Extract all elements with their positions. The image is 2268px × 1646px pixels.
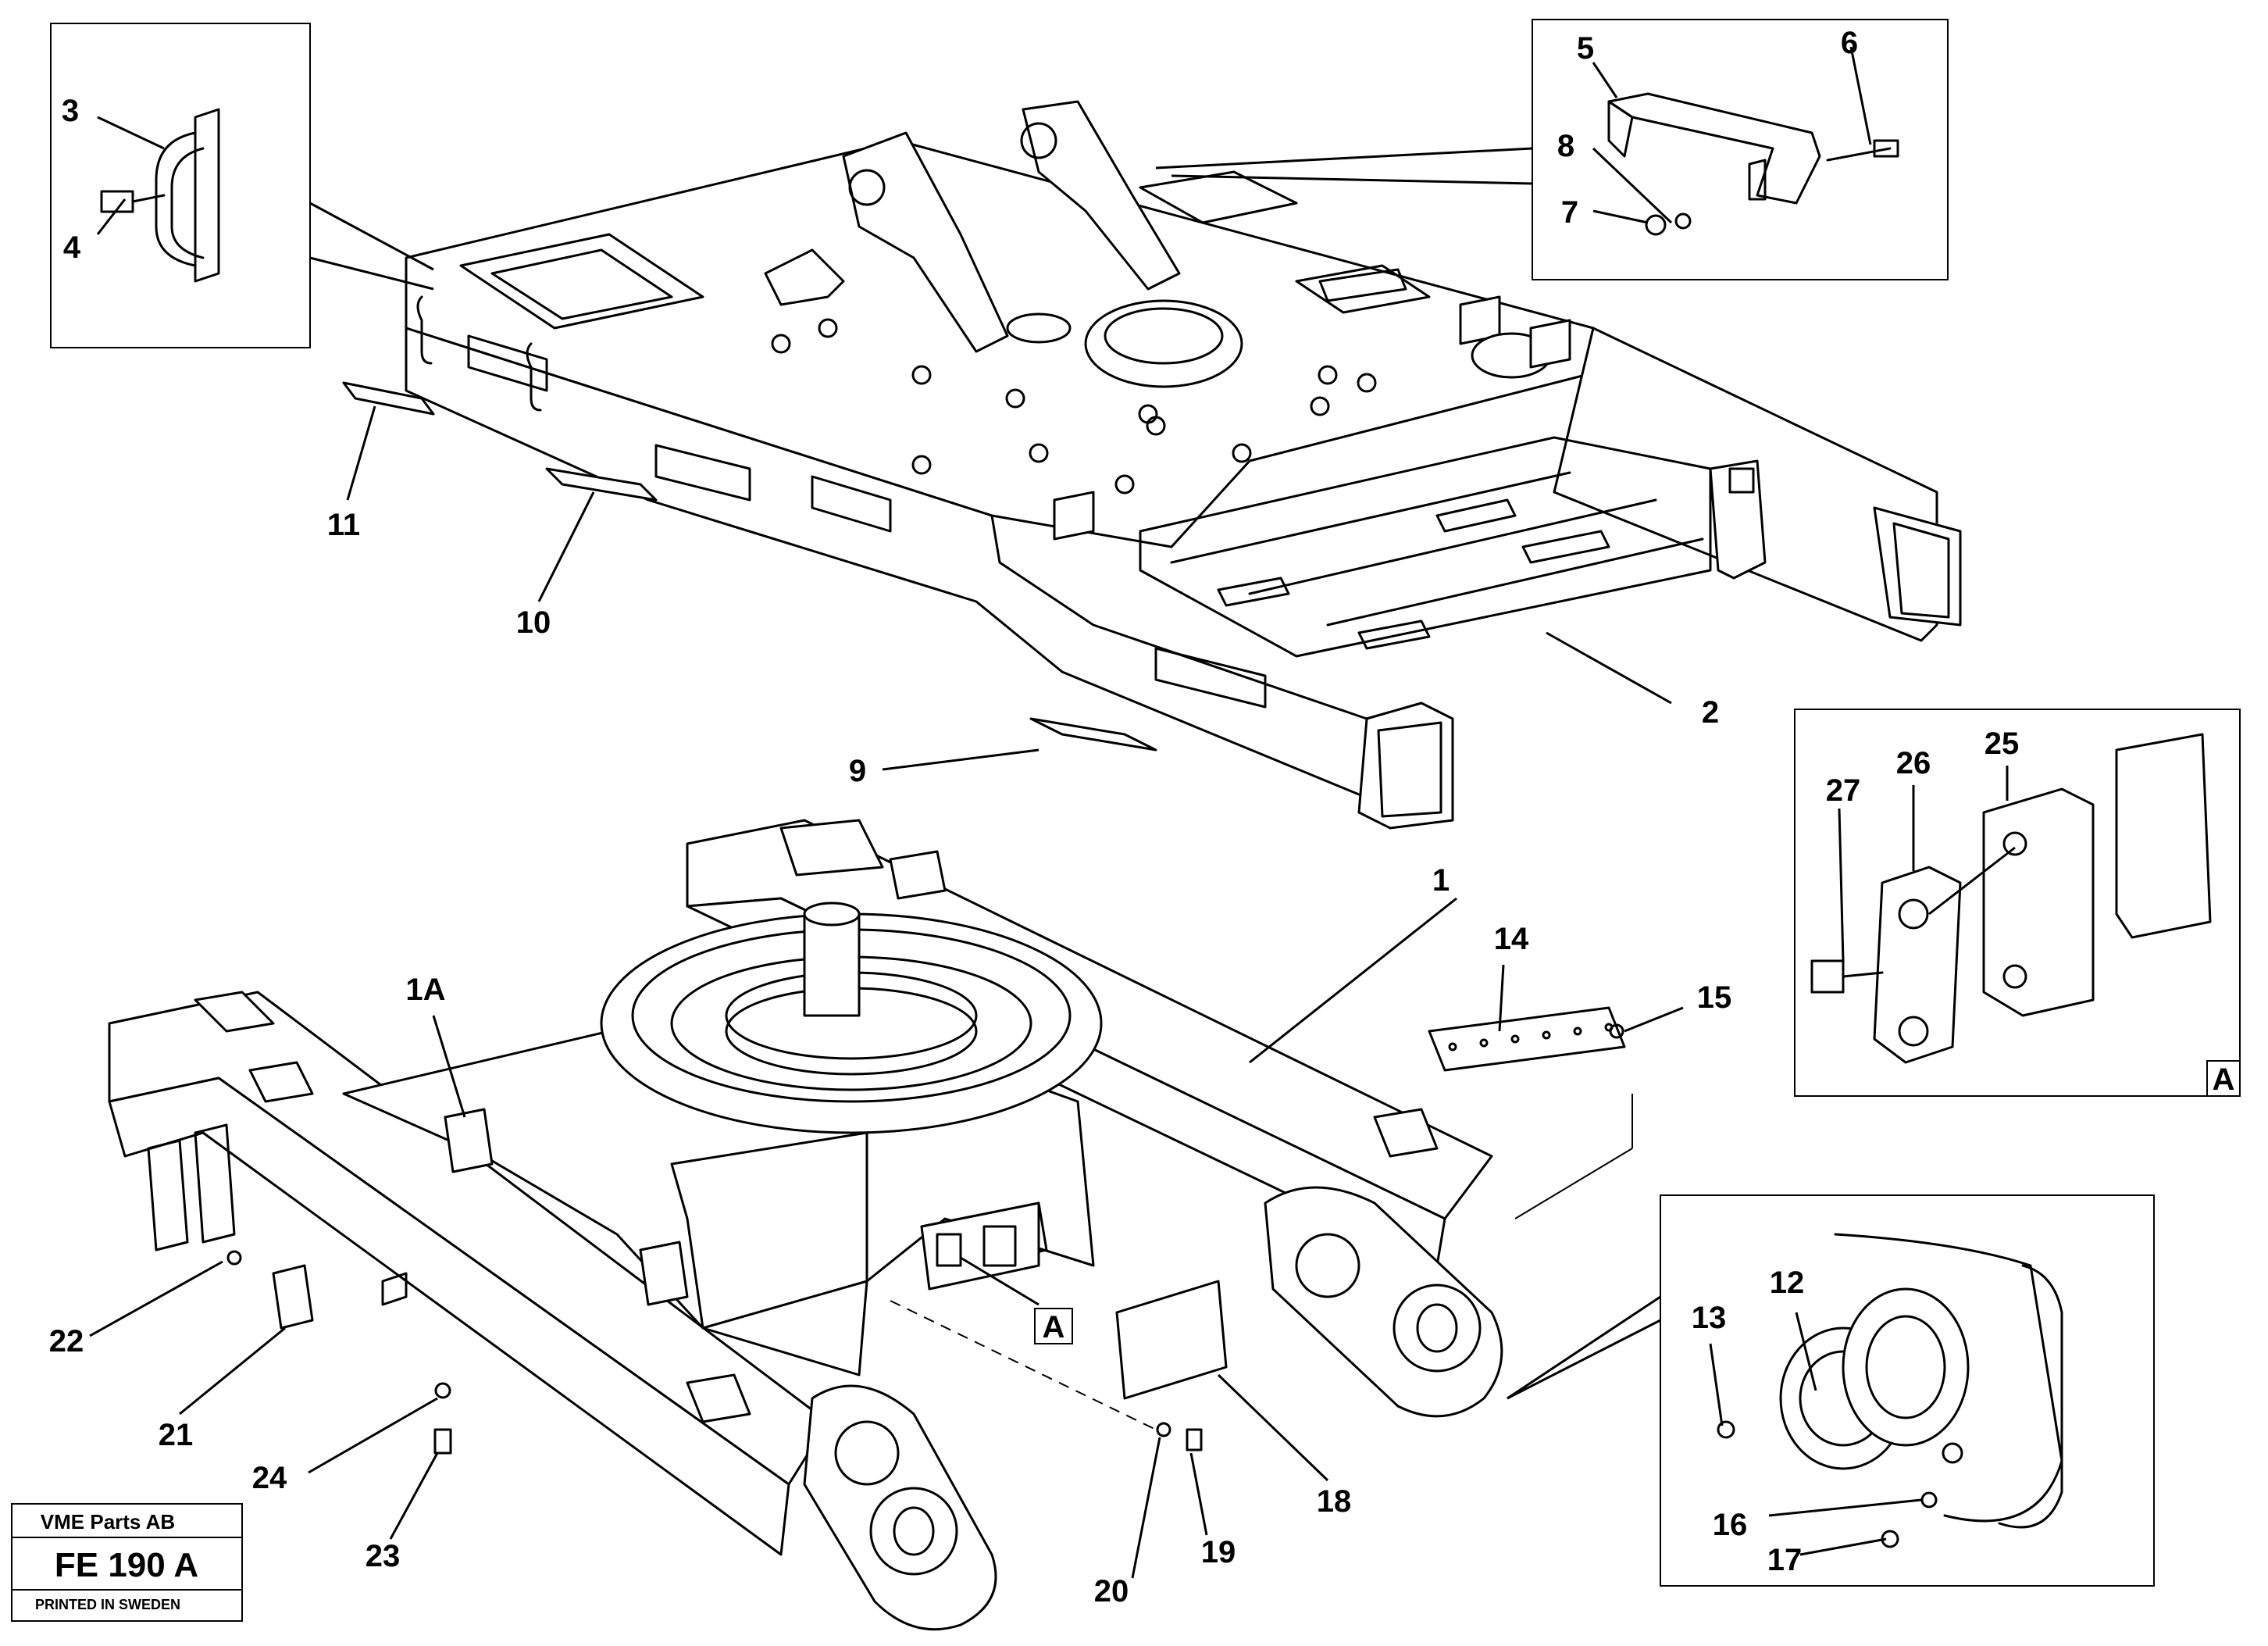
detail-a-frame-label: A [2213,1062,2235,1097]
callout-15: 15 [1697,980,1732,1015]
drawing-number: FE 190 A [55,1546,198,1584]
callout-10: 10 [516,605,551,640]
callout-21: 21 [159,1418,194,1452]
callout-11: 11 [327,508,360,542]
callout-16: 16 [1713,1508,1748,1542]
callout-24: 24 [252,1461,287,1495]
callout-23: 23 [366,1539,401,1573]
leader-lines [89,46,2009,1579]
callout-27: 27 [1826,773,1861,808]
callout-26: 26 [1896,746,1931,780]
detail-markers: A A [1034,1062,2235,1344]
clamp-detail [1794,709,2241,1097]
title-block: VME Parts AB FE 190 A PRINTED IN SWEDEN [11,1503,243,1622]
callout-5: 5 [1577,31,1594,66]
callout-13: 13 [1692,1301,1727,1335]
callout-19: 19 [1201,1535,1236,1569]
callout-1a: 1A [405,973,445,1007]
callout-6: 6 [1841,26,1858,60]
callout-12: 12 [1770,1266,1805,1300]
callout-22: 22 [49,1324,84,1359]
callout-8: 8 [1557,129,1574,163]
callout-3: 3 [62,94,79,128]
callout-25: 25 [1984,727,2020,761]
callout-2: 2 [1702,695,1719,730]
callout-17: 17 [1767,1543,1803,1577]
handle-detail [50,23,434,348]
idler-hub-detail [1507,1194,2155,1587]
callout-18: 18 [1317,1484,1352,1519]
undercarriage-frame [108,381,1626,1631]
callout-1: 1 [1432,863,1450,898]
bracket-detail [1155,19,1949,280]
callout-4: 4 [63,230,81,265]
upper-frame [405,100,1962,830]
print-footer: PRINTED IN SWEDEN [35,1597,180,1612]
detail-a-inline-label: A [1043,1310,1065,1344]
callout-labels: 1 1A 2 3 4 5 6 7 8 9 10 11 12 13 14 15 1… [49,26,2020,1609]
callout-7: 7 [1561,195,1578,230]
callout-20: 20 [1094,1574,1129,1609]
callout-14: 14 [1494,922,1529,956]
callout-9: 9 [849,754,866,788]
company-name: VME Parts AB [41,1510,175,1534]
